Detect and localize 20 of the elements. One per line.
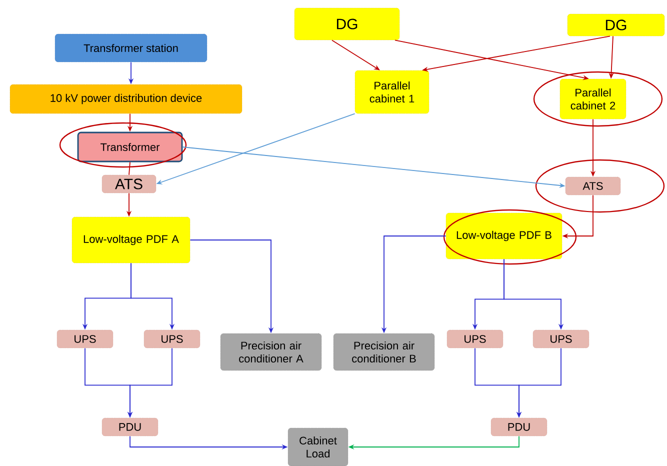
process-box: Precision air conditioner A <box>220 333 322 371</box>
process-box: Cabinet Load <box>288 428 348 466</box>
process-box: UPS <box>446 330 504 348</box>
process-box: ATS <box>565 176 621 196</box>
process-box: Low-voltage PDF A <box>72 216 190 264</box>
process-box: Precision air conditioner B <box>333 333 435 371</box>
process-box: 10 kV power distribution device <box>10 84 242 114</box>
process-box: UPS <box>144 330 200 348</box>
process-box: Parallel cabinet 1 <box>354 70 430 114</box>
process-box: Transformer station <box>54 34 208 62</box>
process-box: UPS <box>532 330 590 348</box>
process-box: ATS <box>102 174 156 194</box>
process-box: DG <box>567 14 665 36</box>
process-box: Transformer <box>77 132 183 162</box>
process-box: Parallel cabinet 2 <box>560 78 626 120</box>
process-box: PDU <box>102 418 158 436</box>
process-box: UPS <box>56 330 114 348</box>
process-box: PDU <box>490 418 548 436</box>
process-box: DG <box>294 8 400 40</box>
process-box: Low-voltage PDF B <box>446 212 562 260</box>
